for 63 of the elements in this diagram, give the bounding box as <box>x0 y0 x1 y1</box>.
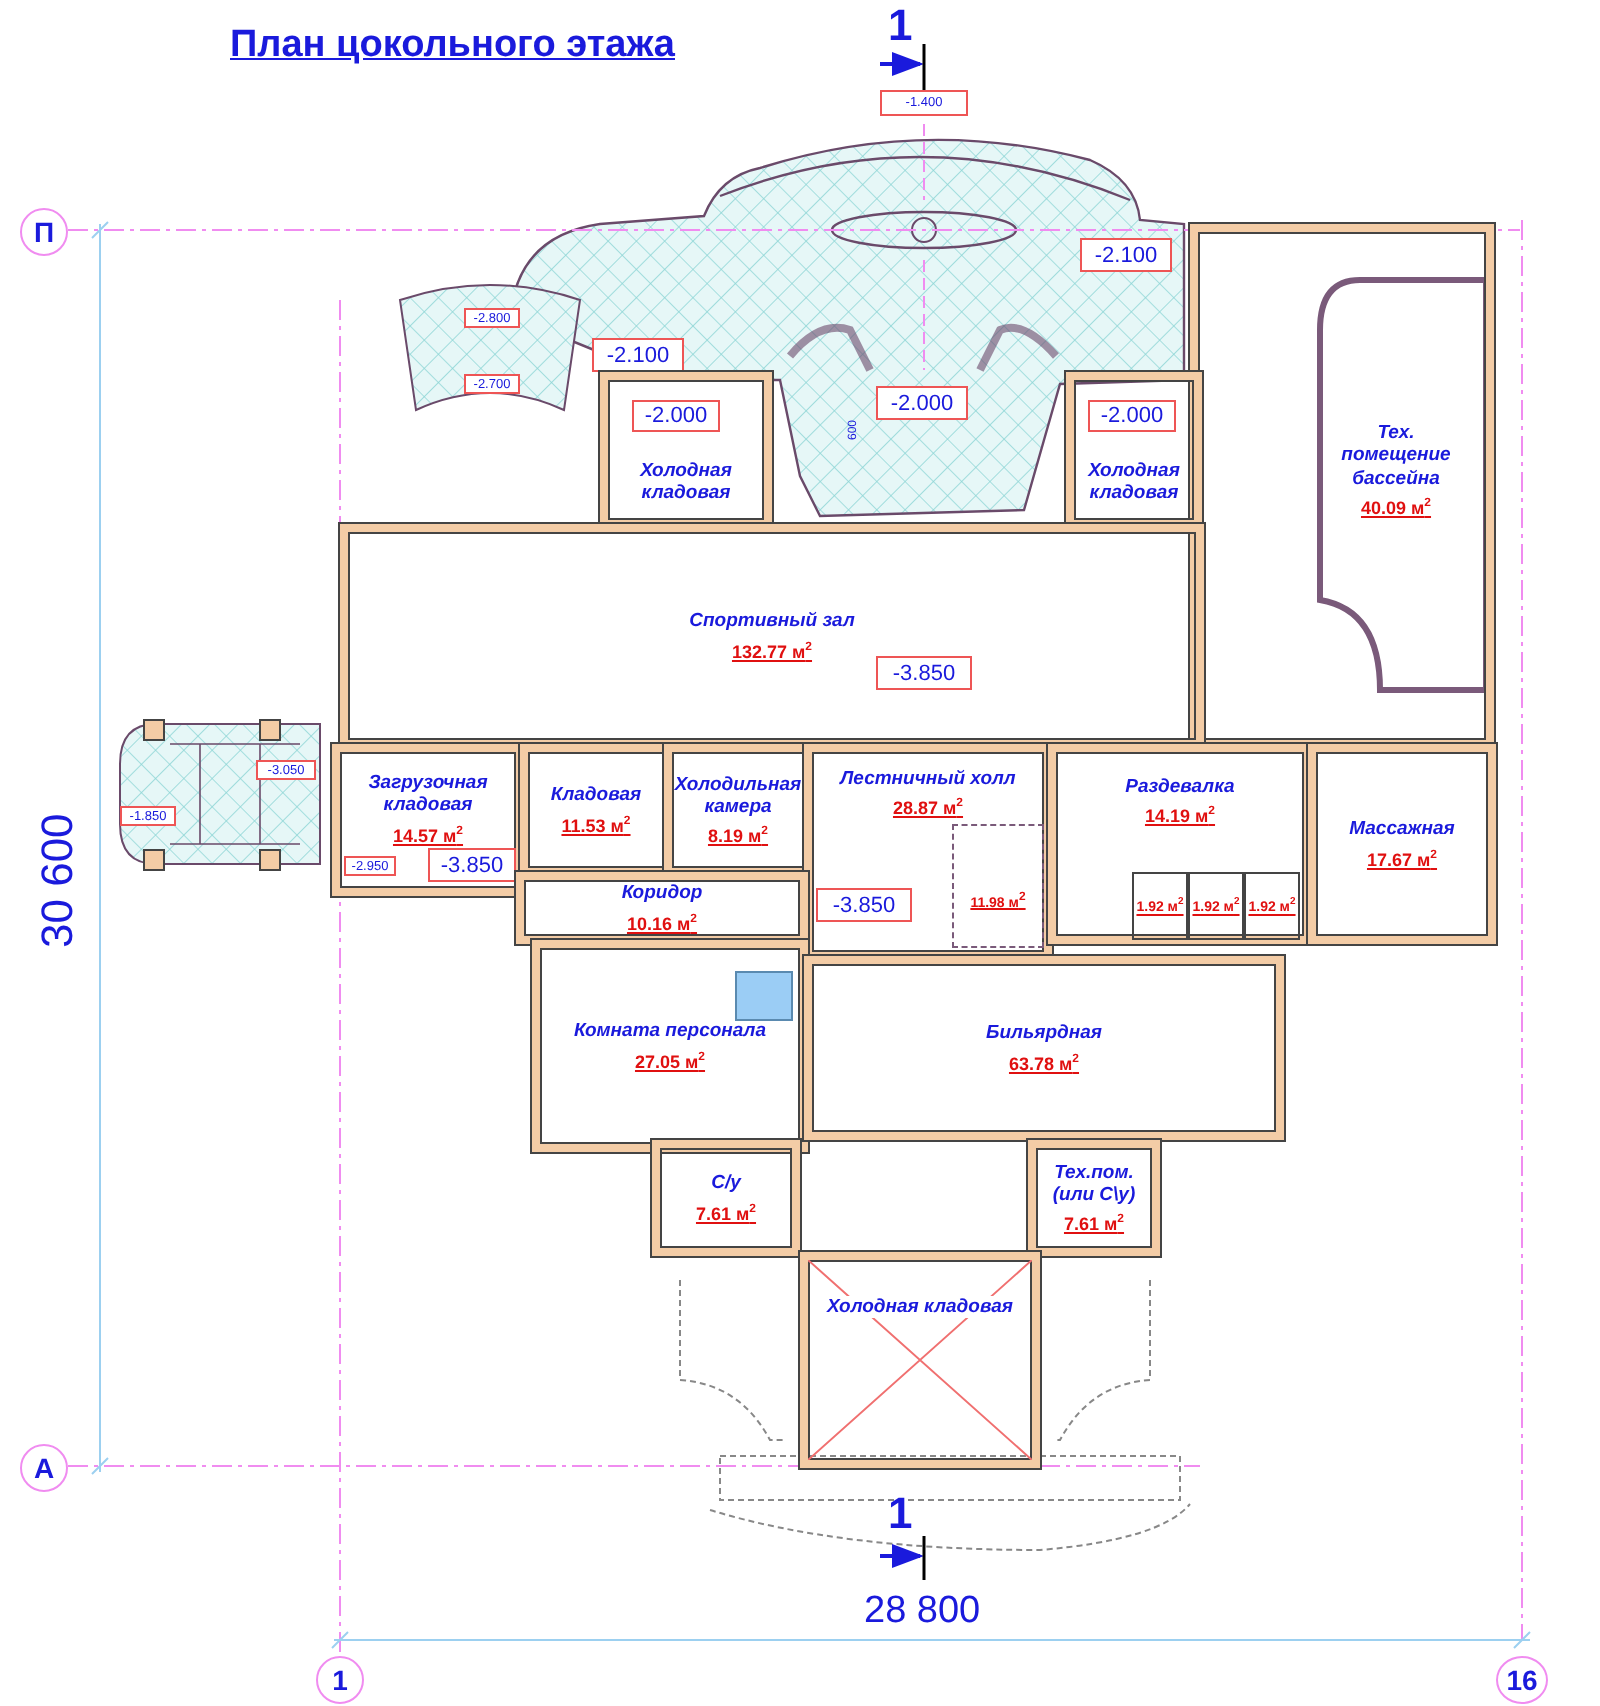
room-area: 7.61 м$^{2}$ <box>695 1203 757 1224</box>
level-mark: -3.850 <box>876 656 972 690</box>
room-name: Раздевалка <box>1125 776 1235 799</box>
plan-title: План цокольного этажа <box>230 24 675 68</box>
axis-bubble: П <box>20 208 68 256</box>
room-area: 27.05 м$^{2}$ <box>634 1051 706 1072</box>
level-mark: -3.850 <box>428 848 516 882</box>
section-number: 1 <box>888 0 913 52</box>
changing-cabin <box>1132 872 1188 940</box>
room-area: 10.16 м$^{2}$ <box>626 913 698 934</box>
room-outline <box>1308 744 1496 944</box>
room-area: 14.19 м$^{2}$ <box>1144 806 1216 827</box>
level-mark: -2.000 <box>876 386 968 420</box>
room-area: 14.57 м$^{2}$ <box>392 825 464 846</box>
room-outline <box>1048 744 1312 944</box>
room-outline <box>652 1140 800 1256</box>
room-outline <box>340 524 1204 748</box>
room-area: 17.67 м$^{2}$ <box>1366 849 1438 870</box>
room-area: 132.77 м$^{2}$ <box>731 641 813 662</box>
room-outline <box>516 872 808 944</box>
room-area: 63.78 м$^{2}$ <box>1008 1053 1080 1074</box>
room-name: Спортивный зал <box>689 610 855 634</box>
room-name: Кладовая <box>550 784 642 808</box>
room-name: Комната персонала <box>573 1020 766 1044</box>
room-area: 7.61 м$^{2}$ <box>1063 1214 1125 1235</box>
room-name: С/у <box>711 1172 741 1196</box>
level-mark: -2.100 <box>592 338 684 372</box>
room-name: Холодная кладовая <box>1085 460 1182 506</box>
room-name: Холодная кладовая <box>823 1296 1017 1319</box>
room-name: Холодная кладовая <box>637 460 734 506</box>
room-name: Тех.пом. (или С\у) <box>1050 1161 1138 1207</box>
changing-cabin <box>1188 872 1244 940</box>
changing-cabin <box>1244 872 1300 940</box>
room-outline <box>804 956 1284 1140</box>
level-mark: -2.000 <box>1088 400 1176 432</box>
room-outline <box>532 940 808 1152</box>
axis-bubble: А <box>20 1444 68 1492</box>
section-number: 1 <box>888 1488 913 1540</box>
room-area: 11.53 м$^{2}$ <box>561 815 631 836</box>
dimension-text: 30 600 <box>32 813 84 948</box>
room-outline <box>332 744 524 896</box>
room-name: Загрузочная кладовая <box>366 772 490 818</box>
room-outline <box>600 372 772 528</box>
room-name: Коридор <box>621 882 703 906</box>
room-area: 28.87 м$^{2}$ <box>892 798 964 819</box>
room-outline <box>1028 1140 1160 1256</box>
room-name: Холодильная камера <box>672 773 804 819</box>
dimension-text: 28 800 <box>864 1590 981 1634</box>
axis-bubble: 16 <box>1496 1656 1548 1704</box>
room-outline <box>1066 372 1202 528</box>
spiral-staircase <box>952 824 1044 948</box>
room-name: Лестничный холл <box>840 768 1016 791</box>
room-outline <box>1190 224 1494 748</box>
level-mark: -2.100 <box>1080 238 1172 272</box>
room-outline <box>804 744 1052 960</box>
room-area: 40.09 м$^{2}$ <box>1360 498 1432 519</box>
level-mark: -3.850 <box>816 888 912 922</box>
room-name: Тех. помещение бассейна <box>1339 422 1453 491</box>
room-area: 8.19 м$^{2}$ <box>707 826 769 847</box>
room-name: Массажная <box>1349 818 1455 842</box>
level-mark: -2.000 <box>632 400 720 432</box>
room-name: Бильярдная <box>986 1022 1102 1046</box>
axis-bubble: 1 <box>316 1656 364 1704</box>
